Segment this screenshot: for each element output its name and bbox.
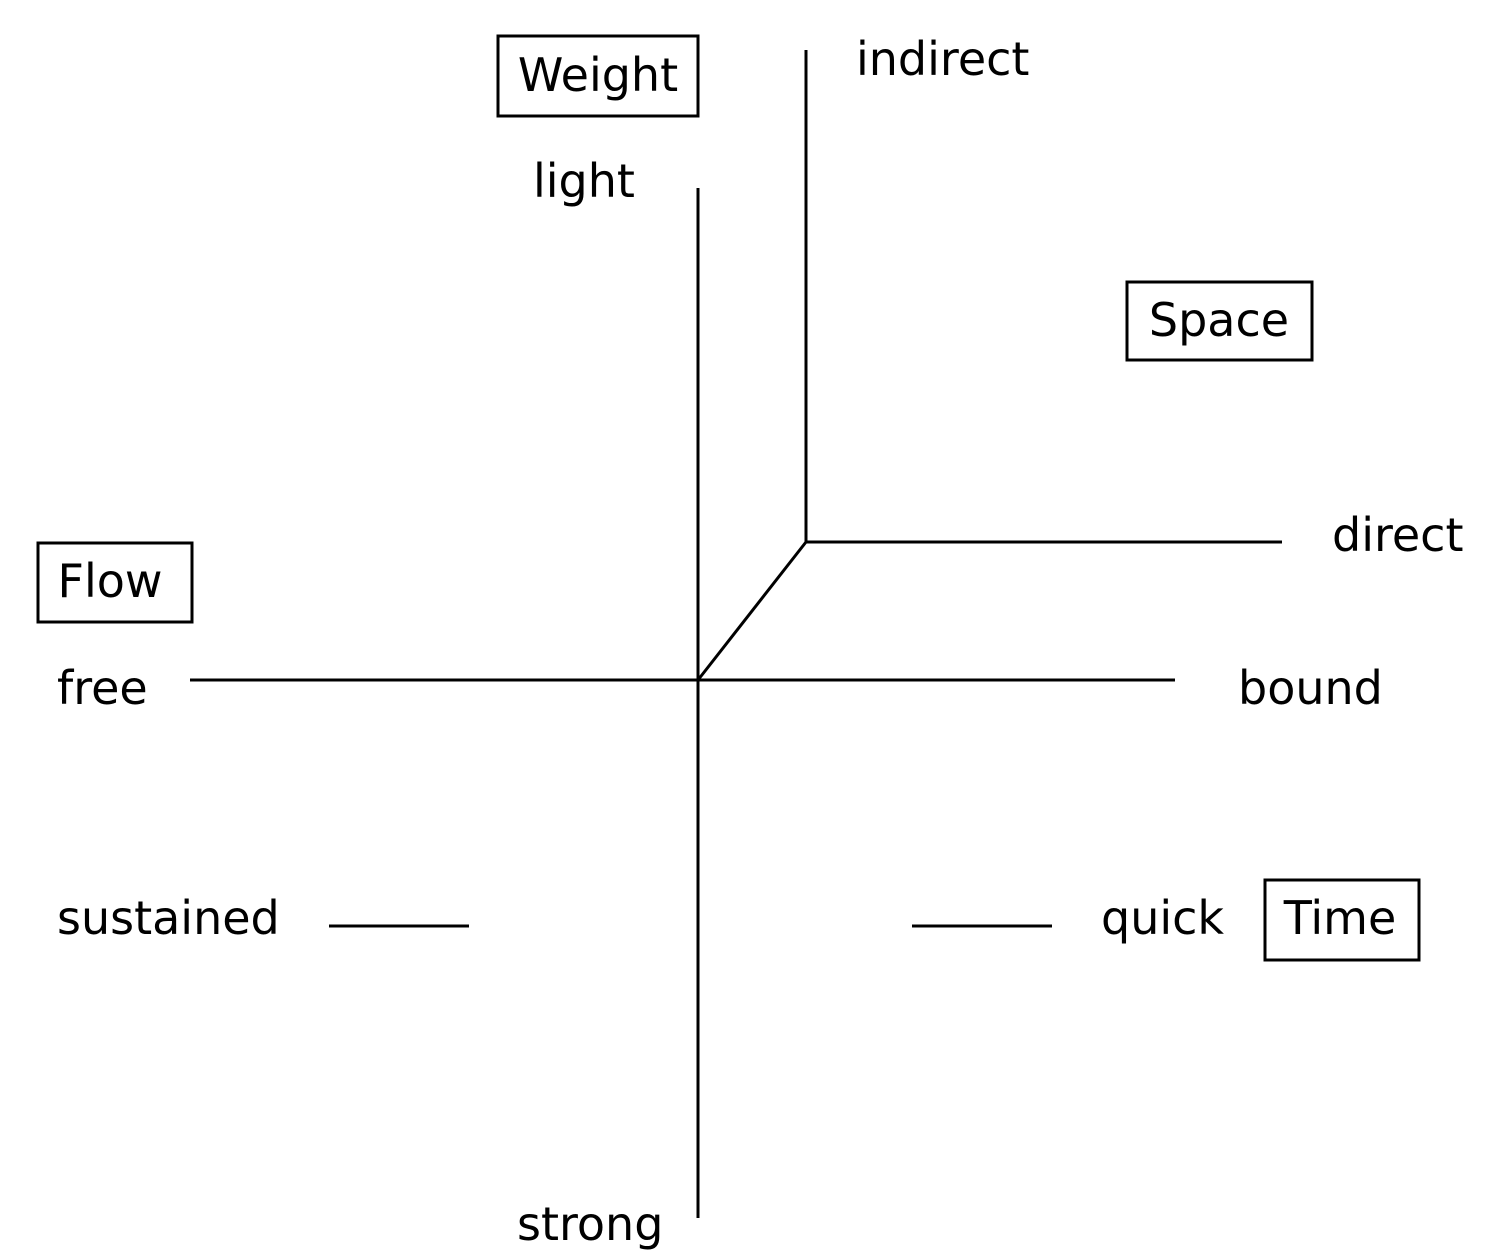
pole-strong: strong: [517, 1197, 663, 1251]
space-label: Space: [1149, 293, 1289, 347]
diagonal-connector-line: [696, 541, 808, 681]
weight-box: Weight: [496, 34, 700, 118]
time-box-frame: [1263, 878, 1421, 962]
pole-free: free: [57, 661, 148, 715]
space-box-frame: [1125, 280, 1314, 362]
flow-box-frame: [36, 541, 194, 624]
weight-label: Weight: [518, 48, 678, 102]
weight-box-frame: [496, 34, 700, 118]
pole-sustained: sustained: [57, 891, 280, 945]
pole-quick: quick: [1101, 891, 1224, 945]
flow-label: Flow: [57, 554, 162, 608]
pole-indirect: indirect: [856, 32, 1029, 86]
pole-light: light: [533, 154, 635, 208]
time-box: Time: [1263, 878, 1421, 962]
pole-bound: bound: [1238, 661, 1383, 715]
flow-box: Flow: [36, 541, 194, 624]
time-label: Time: [1283, 891, 1397, 945]
pole-direct: direct: [1332, 508, 1464, 562]
space-box: Space: [1125, 280, 1314, 362]
